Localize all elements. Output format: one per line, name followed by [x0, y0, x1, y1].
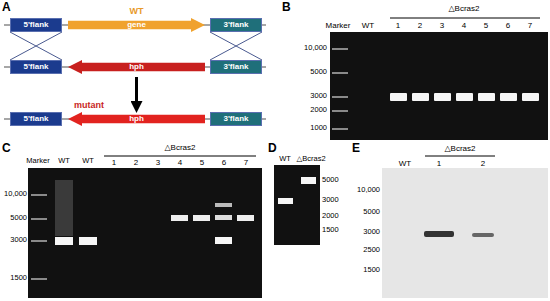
gel-background — [28, 168, 262, 298]
pcr-bands — [278, 177, 316, 204]
node-label: 5'flank — [23, 63, 48, 71]
gel-label: 1500 — [363, 266, 380, 274]
gel-label: 3 — [156, 159, 160, 167]
node-heading: mutant — [74, 101, 104, 110]
gel-label: 3000 — [322, 196, 339, 204]
gel-label: 4 — [462, 22, 466, 30]
pcr-bands — [55, 180, 254, 245]
gel-label: 2500 — [363, 246, 380, 254]
flank-box: 3'flank — [210, 60, 262, 74]
node-label: gene — [127, 21, 146, 29]
group-bar — [104, 156, 256, 157]
pcr-bands — [390, 93, 539, 101]
node-label: 3'flank — [223, 115, 248, 123]
ladder-bands — [31, 194, 47, 280]
gel-background — [330, 32, 548, 140]
gel-label: 5000 — [322, 176, 339, 184]
flank-box: 5'flank — [10, 18, 62, 32]
gel-label: Marker — [26, 157, 49, 165]
ladder-bands — [332, 48, 348, 130]
flank-box: 5'flank — [10, 60, 62, 74]
gel-label: 3000 — [310, 92, 327, 100]
hph-arrow: hph — [68, 60, 205, 74]
gel-label: 1 — [396, 22, 400, 30]
gel-label: 2 — [481, 160, 485, 168]
panel-letter: B — [282, 1, 291, 13]
gel-label: △Bcras2 — [448, 5, 479, 13]
hph-arrow: mutanthph — [68, 112, 205, 126]
gel-label: 7 — [528, 22, 532, 30]
gel-label: 7 — [244, 159, 248, 167]
gel-label: 5000 — [310, 68, 327, 76]
panel-letter: D — [268, 142, 277, 154]
gel-label: 3 — [440, 22, 444, 30]
gel-label: 4 — [178, 159, 182, 167]
flank-box: 3'flank — [210, 112, 262, 126]
gel-label: 2 — [418, 22, 422, 30]
node-label: hph — [129, 63, 144, 71]
panel-letter: C — [2, 142, 11, 154]
panel-letter: E — [352, 142, 360, 154]
gel-label: WT — [362, 22, 374, 30]
node-label: hph — [129, 115, 144, 123]
node-heading: WT — [130, 7, 144, 16]
gel-background — [274, 165, 320, 245]
group-bar — [425, 156, 495, 157]
gel-label: 1 — [437, 160, 441, 168]
panel-letter: A — [2, 1, 11, 13]
gel-label: 5 — [484, 22, 488, 30]
gel-label: 3000 — [10, 236, 27, 244]
gel-label: 5 — [200, 159, 204, 167]
gel-label: 1 — [112, 159, 116, 167]
gene-arrow: WTgene — [68, 18, 205, 32]
gel-label: 2000 — [310, 106, 327, 114]
gel-label: 10,000 — [357, 186, 380, 194]
gel-label: WT — [399, 160, 411, 168]
node-label: 3'flank — [223, 63, 248, 71]
flank-box: 5'flank — [10, 112, 62, 126]
transform-arrow — [135, 77, 138, 110]
gel-label: WT — [279, 155, 291, 163]
gel-label: △Bcras2 — [296, 155, 325, 163]
gel-label: WT — [58, 157, 70, 165]
node-label: 3'flank — [223, 21, 248, 29]
gel-label: WT — [82, 157, 94, 165]
gel-label: △Bcras2 — [164, 144, 195, 152]
gel-label: 2000 — [322, 212, 339, 220]
gel-label: 10,000 — [4, 190, 27, 198]
group-bar — [390, 18, 540, 19]
node-label: 5'flank — [23, 115, 48, 123]
gel-label: 1000 — [310, 124, 327, 132]
gel-label: △Bcras2 — [444, 145, 475, 153]
blot-bands — [424, 231, 494, 237]
gel-label: 5000 — [10, 214, 27, 222]
gel-label: 6 — [506, 22, 510, 30]
gel-label: 6 — [222, 159, 226, 167]
node-label: 5'flank — [23, 21, 48, 29]
crossover-lines — [210, 32, 262, 60]
gel-label: 2 — [134, 159, 138, 167]
crossover-lines — [10, 32, 62, 60]
blot-background — [382, 168, 548, 298]
gel-label: 1500 — [10, 274, 27, 282]
gel-label: 1500 — [322, 226, 339, 234]
gel-label: Marker — [326, 22, 351, 30]
gel-label: 10,000 — [304, 44, 327, 52]
gel-label: 5000 — [363, 208, 380, 216]
flank-box: 3'flank — [210, 18, 262, 32]
gel-label: 3000 — [363, 228, 380, 236]
